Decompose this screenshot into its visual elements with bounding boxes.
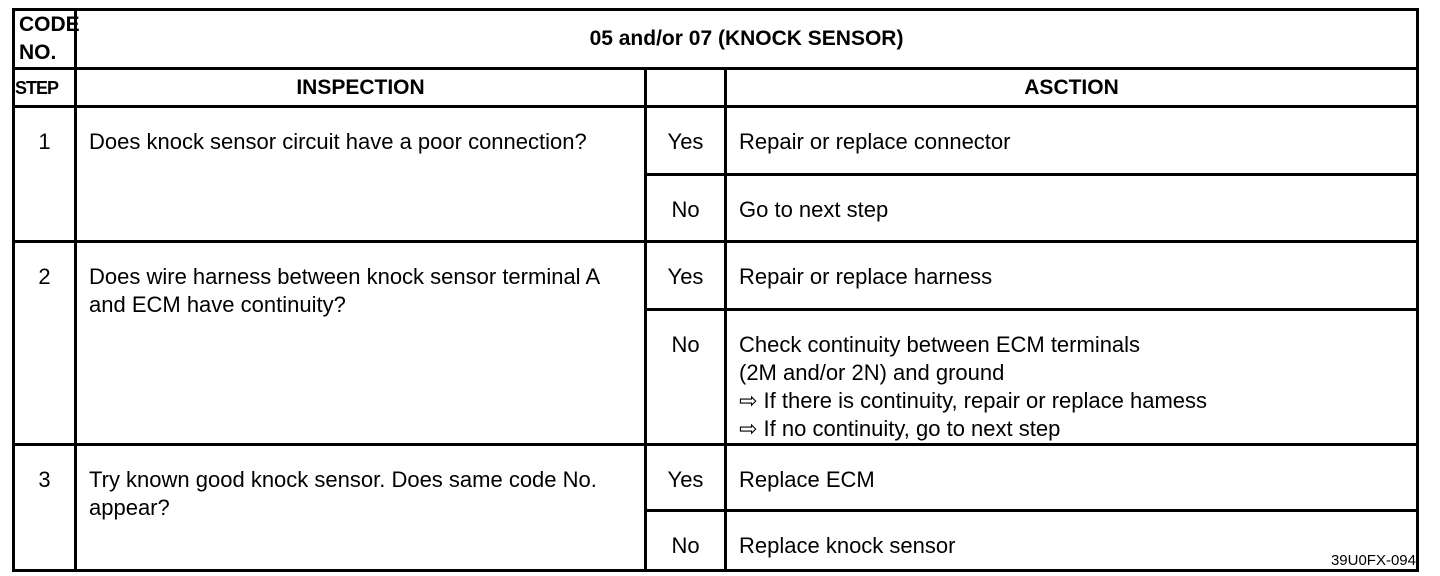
inspection-text: Does knock sensor circuit have a poor co… [74, 105, 647, 243]
action-line: (2M and/or 2N) and ground [739, 360, 1005, 385]
answer-no: No [644, 173, 727, 243]
answer-no: No [644, 308, 727, 446]
action-no: Replace knock sensor [723, 509, 1420, 572]
answer-column-header [644, 67, 727, 108]
action-line: ⇨ If there is continuity, repair or repl… [739, 388, 1208, 413]
step-number: 2 [12, 240, 77, 446]
table-row: 3 Try known good knock sensor. Does same… [12, 443, 1420, 572]
answer-yes: Yes [644, 240, 727, 311]
inspection-text: Does wire harness between knock sensor t… [74, 240, 647, 446]
inspection-text: Try known good knock sensor. Does same c… [74, 443, 647, 572]
code-title: 05 and/or 07 (KNOCK SENSOR) [73, 8, 1420, 70]
column-header-row: STEP INSPECTION ASCTION [12, 67, 1420, 108]
action-yes: Repair or replace harness [723, 240, 1420, 311]
action-yes: Repair or replace connector [723, 105, 1420, 176]
action-line: Replace knock sensor [739, 533, 956, 558]
table-row: 1 Does knock sensor circuit have a poor … [12, 105, 1420, 243]
step-number: 1 [12, 105, 77, 243]
action-yes: Replace ECM [723, 443, 1420, 512]
answer-yes: Yes [644, 443, 727, 512]
action-line: Check continuity between ECM terminals [739, 332, 1141, 357]
code-number-label: CODE NO. [12, 8, 80, 70]
action-no: Go to next step [723, 173, 1420, 243]
table-row: 2 Does wire harness between knock sensor… [12, 240, 1420, 446]
figure-reference: 39U0FX-094 [1330, 552, 1416, 569]
answer-yes: Yes [644, 105, 727, 176]
table-row: No Check continuity between ECM terminal… [14, 308, 1420, 446]
step-column-header: STEP [12, 67, 77, 108]
table-row: No Replace knock sensor [14, 509, 1420, 572]
action-line: ⇨ If no continuity, go to next step [739, 416, 1061, 441]
answer-no: No [644, 509, 727, 572]
diagnosis-sheet: CODE NO. 05 and/or 07 (KNOCK SENSOR) STE… [12, 8, 1420, 572]
step-number: 3 [12, 443, 77, 572]
action-no: Check continuity between ECM terminals (… [723, 308, 1420, 446]
code-row: CODE NO. 05 and/or 07 (KNOCK SENSOR) [12, 8, 1420, 70]
diagnosis-table: CODE NO. 05 and/or 07 (KNOCK SENSOR) STE… [12, 8, 1420, 572]
action-column-header: ASCTION [723, 67, 1420, 108]
action-line: Go to next step [739, 197, 889, 222]
inspection-column-header: INSPECTION [74, 67, 647, 108]
table-row: No Go to next step [14, 173, 1420, 243]
